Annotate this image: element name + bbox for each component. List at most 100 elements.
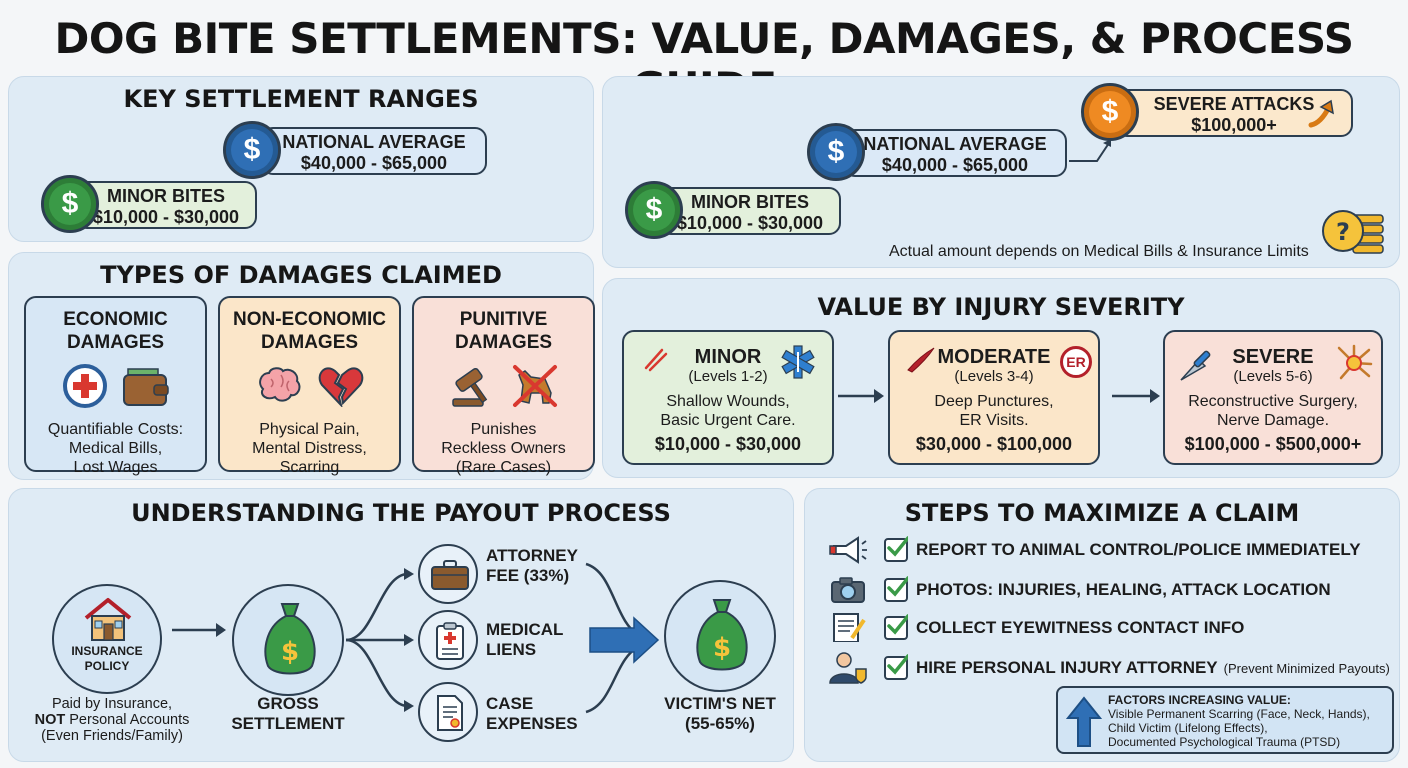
- severity-name: SEVERE: [1232, 346, 1314, 368]
- minor-bites-value: $10,000 - $30,000: [676, 213, 824, 233]
- card-title: DAMAGES: [454, 332, 553, 353]
- step-text: PHOTOS: INJURIES, HEALING, ATTACK LOCATI…: [916, 580, 1331, 599]
- severity-desc: Basic Urgent Care.: [660, 412, 796, 429]
- gavel-icon: [451, 367, 487, 407]
- punitive-damages-card: PUNITIVE DAMAGES Punishes Reckless Owner…: [412, 296, 595, 476]
- card-title: DAMAGES: [66, 332, 165, 353]
- insurance-note-line: Personal Accounts: [65, 712, 190, 728]
- card-line: Lost Wages: [73, 459, 158, 476]
- card-line: Mental Distress,: [252, 440, 367, 457]
- key-settlement-ranges-panel: KEY SETTLEMENT RANGES NATIONAL AVERAGE $…: [8, 76, 594, 242]
- economic-damages-card: ECONOMIC DAMAGES Quantifiable Costs: Med…: [24, 296, 207, 476]
- card-title: PUNITIVE: [459, 309, 548, 330]
- house-icon: [84, 598, 132, 641]
- factor-item: Documented Psychological Trauma (PTSD): [1108, 735, 1341, 749]
- step-item: COLLECT EYEWITNESS CONTACT INFO: [828, 612, 1244, 644]
- merge-arrows: [585, 562, 660, 714]
- flow-arrow: [838, 389, 884, 403]
- card-title: ECONOMIC: [63, 309, 168, 330]
- medical-cross-icon: [62, 364, 107, 408]
- severity-levels: (Levels 1-2): [688, 368, 768, 385]
- gross-settlement-label: GROSS: [257, 694, 319, 713]
- scalpel-icon: [1180, 350, 1211, 381]
- scratch-icon: [644, 348, 668, 372]
- checkbox-icon: [884, 654, 908, 680]
- severity-desc: Reconstructive Surgery,: [1188, 393, 1358, 410]
- checkbox-icon: [884, 536, 908, 562]
- card-line: Reckless Owners: [441, 440, 566, 457]
- settlement-note: Actual amount depends on Medical Bills &…: [889, 243, 1309, 260]
- moderate-severity-card: ER MODERATE (Levels 3-4) Deep Punctures,…: [888, 330, 1100, 465]
- severity-amount: $100,000 - $500,000+: [1184, 434, 1362, 454]
- severity-desc: ER Visits.: [959, 412, 1029, 429]
- case-expenses-circle: [418, 682, 478, 742]
- minor-bites-value: $10,000 - $30,000: [92, 207, 240, 227]
- svg-text:$: $: [281, 637, 299, 667]
- megaphone-icon: [829, 536, 867, 564]
- victims-net-circle: $: [664, 580, 776, 692]
- gross-settlement-circle: $: [232, 584, 344, 696]
- minor-bites-label: MINOR BITES: [690, 192, 809, 212]
- minor-bites-pill: MINOR BITES $10,000 - $30,000: [75, 181, 257, 229]
- case-expenses-label: CASE: [486, 694, 534, 713]
- card-title: DAMAGES: [260, 332, 359, 353]
- briefcase-icon: [431, 560, 469, 590]
- money-bag-icon: $: [696, 599, 748, 671]
- no-dog-icon: [512, 365, 557, 407]
- step-item: HIRE PERSONAL INJURY ATTORNEY (Prevent M…: [828, 652, 1390, 684]
- severity-name: MODERATE: [937, 346, 1051, 368]
- steps-title: STEPS TO MAXIMIZE A CLAIM: [904, 499, 1300, 527]
- victims-net-label: VICTIM'S NET: [664, 694, 776, 713]
- svg-text:$: $: [713, 633, 731, 663]
- severity-name: MINOR: [694, 346, 762, 368]
- factors-box: FACTORS INCREASING VALUE: Visible Perman…: [1056, 686, 1394, 754]
- minor-bites-pill: MINOR BITES $10,000 - $30,000: [659, 187, 841, 235]
- card-line: Scarring: [279, 459, 340, 476]
- payout-panel: UNDERSTANDING THE PAYOUT PROCESS: [8, 488, 794, 762]
- settlement-ladder-panel: SEVERE ATTACKS $100,000+ $ NATIONAL AVER…: [602, 76, 1400, 268]
- document-icon: [437, 695, 463, 731]
- insurance-note: Paid by Insurance, NOT Personal Accounts…: [24, 696, 200, 744]
- card-title: NON-ECONOMIC: [232, 309, 387, 330]
- severity-desc: Deep Punctures,: [934, 393, 1054, 410]
- svg-text:?: ?: [1336, 218, 1350, 246]
- minor-bites-label: MINOR BITES: [106, 186, 225, 206]
- insurance-label: INSURANCE: [71, 644, 143, 658]
- medical-clipboard-icon: [436, 622, 464, 660]
- factor-item: Visible Permanent Scarring (Face, Neck, …: [1108, 707, 1370, 721]
- severe-attacks-value: $100,000+: [1191, 115, 1277, 135]
- attorney-fee-circle: [418, 544, 478, 604]
- severity-desc: Shallow Wounds,: [666, 393, 790, 410]
- dollar-coin-icon: $: [807, 123, 865, 181]
- broken-heart-icon: [318, 367, 363, 407]
- payout-title: UNDERSTANDING THE PAYOUT PROCESS: [131, 499, 671, 527]
- victims-net-label: (55-65%): [685, 714, 755, 733]
- severity-levels: (Levels 3-4): [954, 368, 1034, 385]
- attorney-fee-label: FEE (33%): [486, 566, 570, 585]
- factors-title: FACTORS INCREASING VALUE:: [1108, 693, 1291, 707]
- er-badge-icon: ER: [1060, 346, 1092, 378]
- dollar-coin-icon: $: [41, 175, 99, 233]
- step-note: (Prevent Minimized Payouts): [1223, 660, 1390, 676]
- question-coins-icon: ?: [1322, 210, 1384, 254]
- card-line: Punishes: [470, 421, 537, 438]
- national-average-pill: NATIONAL AVERAGE $40,000 - $65,000: [261, 127, 487, 175]
- non-economic-damages-card: NON-ECONOMIC DAMAGES Physical Pain, Ment…: [218, 296, 401, 476]
- minor-severity-card: MINOR (Levels 1-2) Shallow Wounds, Basic…: [622, 330, 834, 465]
- insurance-policy-circle: INSURANCE POLICY: [52, 584, 162, 694]
- checkbox-icon: [884, 576, 908, 602]
- insurance-note-emphasis: NOT: [34, 712, 66, 728]
- case-expenses-label: EXPENSES: [486, 714, 578, 733]
- national-average-label: NATIONAL AVERAGE: [863, 134, 1047, 154]
- wallet-icon: [122, 368, 169, 406]
- camera-icon: [831, 577, 865, 603]
- money-bag-icon: $: [264, 603, 316, 675]
- checkbox-icon: [884, 614, 908, 640]
- gross-settlement-label: SETTLEMENT: [231, 714, 345, 733]
- step-text: COLLECT EYEWITNESS CONTACT INFO: [916, 618, 1245, 637]
- connector-arrow: [1069, 139, 1111, 162]
- step-item: REPORT TO ANIMAL CONTROL/POLICE IMMEDIAT…: [828, 534, 1361, 566]
- medical-liens-label: MEDICAL: [486, 620, 564, 639]
- card-line: Physical Pain,: [259, 421, 360, 438]
- medical-liens-circle: [418, 610, 478, 670]
